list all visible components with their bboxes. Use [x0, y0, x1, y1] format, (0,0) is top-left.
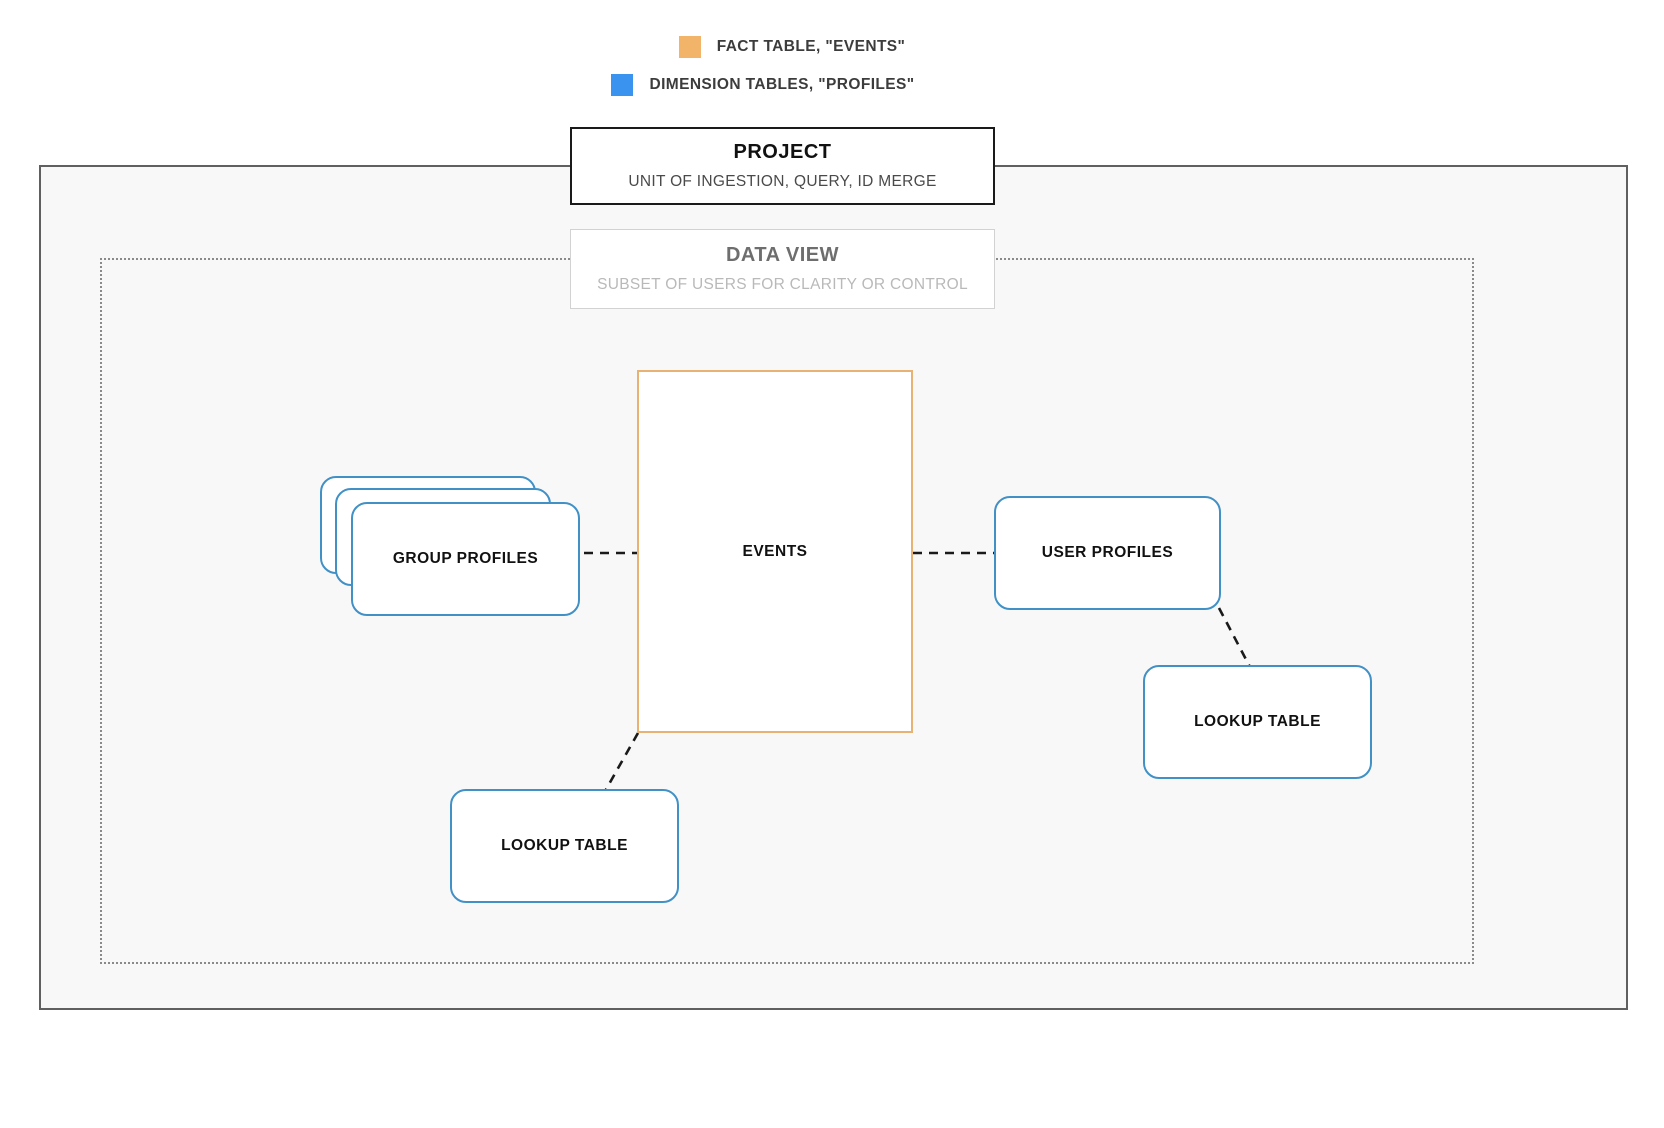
- dimension-table-swatch-icon: [611, 74, 634, 96]
- data-view-title: DATA VIEW: [725, 244, 839, 267]
- node-events-label: EVENTS: [742, 542, 808, 560]
- node-events[interactable]: EVENTS: [637, 370, 913, 733]
- node-lookup-table-left-label: LOOKUP TABLE: [501, 837, 628, 854]
- project-subtitle: UNIT OF INGESTION, QUERY, ID MERGE: [628, 173, 937, 191]
- node-group-profiles[interactable]: GROUP PROFILES: [320, 476, 580, 616]
- project-title-box: PROJECT UNIT OF INGESTION, QUERY, ID MER…: [570, 127, 995, 205]
- legend-item-fact-table: FACT TABLE, "EVENTS": [0, 28, 1664, 66]
- fact-table-swatch-icon: [678, 36, 701, 58]
- node-group-profiles-label: GROUP PROFILES: [392, 550, 539, 567]
- legend-item-dimension-tables: DIMENSION TABLES, "PROFILES": [0, 66, 1664, 104]
- node-lookup-table-right-label: LOOKUP TABLE: [1194, 713, 1321, 730]
- project-title: PROJECT: [733, 141, 832, 164]
- node-user-profiles[interactable]: USER PROFILES: [994, 496, 1221, 610]
- legend-label-dimension-tables: DIMENSION TABLES, "PROFILES": [649, 76, 915, 93]
- group-profiles-card-front[interactable]: GROUP PROFILES: [351, 502, 580, 616]
- data-view-subtitle: SUBSET OF USERS FOR CLARITY OR CONTROL: [597, 276, 968, 294]
- node-lookup-table-left[interactable]: LOOKUP TABLE: [450, 789, 679, 903]
- node-user-profiles-label: USER PROFILES: [1041, 544, 1174, 561]
- legend-label-fact-table: FACT TABLE, "EVENTS": [716, 38, 906, 55]
- node-lookup-table-right[interactable]: LOOKUP TABLE: [1143, 665, 1372, 779]
- data-view-title-box: DATA VIEW SUBSET OF USERS FOR CLARITY OR…: [570, 229, 995, 309]
- legend: FACT TABLE, "EVENTS" DIMENSION TABLES, "…: [0, 28, 1664, 104]
